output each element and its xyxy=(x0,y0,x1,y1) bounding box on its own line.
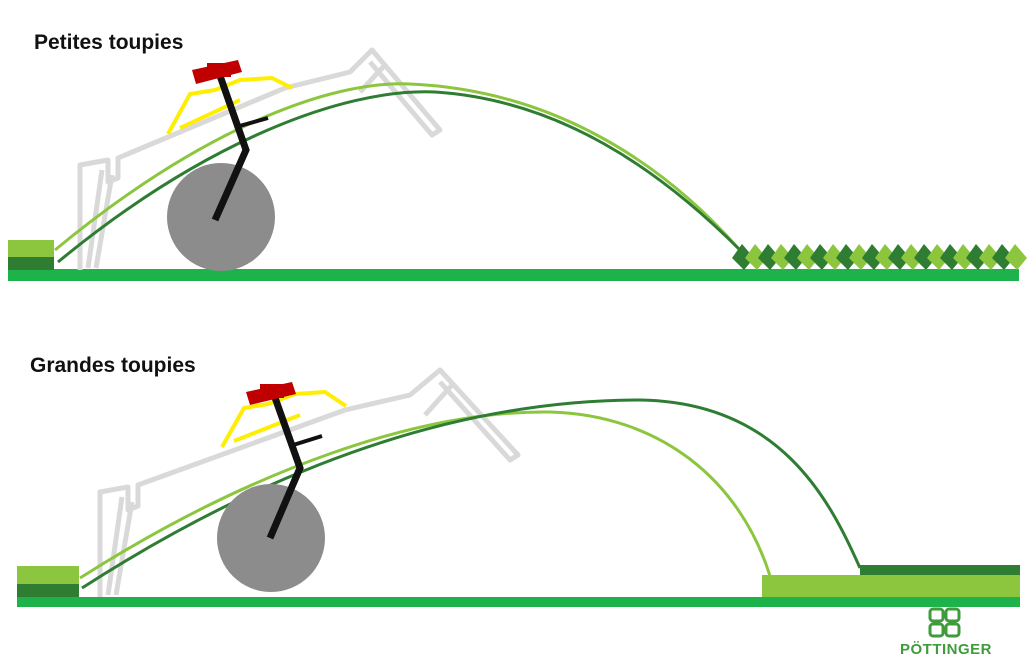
clover-icon xyxy=(928,607,961,638)
rotor-arm xyxy=(211,68,269,222)
crop-piece xyxy=(901,244,923,270)
spread-mat-dark xyxy=(860,565,1020,575)
spread-mat-light xyxy=(762,575,1020,597)
crop-piece xyxy=(966,244,988,270)
crop-piece xyxy=(862,244,884,270)
crop-piece xyxy=(849,244,871,270)
swath-dark xyxy=(8,257,54,270)
crop-piece xyxy=(732,244,754,270)
panel-small-rotors xyxy=(8,47,1027,281)
crop-piece xyxy=(836,244,858,270)
panel-title-large-rotors: Grandes toupies xyxy=(30,354,196,377)
crop-piece xyxy=(979,244,1001,270)
ground-strip xyxy=(17,597,1020,607)
crop-piece xyxy=(771,244,793,270)
rotor-hub xyxy=(192,60,242,84)
panel-title-small-rotors: Petites toupies xyxy=(34,31,184,54)
crop-piece xyxy=(992,244,1014,270)
logo-wordmark: PÖTTINGER xyxy=(899,641,992,658)
crop-piece xyxy=(797,244,819,270)
trajectory-dark xyxy=(81,398,862,590)
crop-piece xyxy=(953,244,975,270)
ground-strip xyxy=(8,269,1019,281)
crop-piece xyxy=(927,244,949,270)
crop-piece xyxy=(1005,244,1027,270)
crop-piece xyxy=(940,244,962,270)
rotor-hub xyxy=(246,382,296,405)
crop-piece xyxy=(875,244,897,270)
crop-piece xyxy=(745,244,767,270)
trajectory-dark xyxy=(57,90,742,264)
trajectory-light xyxy=(54,82,740,252)
spread-crop xyxy=(732,244,1027,270)
crop-piece xyxy=(888,244,910,270)
crop-piece xyxy=(758,244,780,270)
machine-frame xyxy=(97,367,521,597)
crop-piece xyxy=(914,244,936,270)
swath-dark xyxy=(17,584,79,597)
swath-light xyxy=(17,566,79,584)
pottinger-logo: PÖTTINGER xyxy=(888,606,1008,662)
wheel xyxy=(167,163,275,271)
crop-piece xyxy=(810,244,832,270)
crop-piece xyxy=(823,244,845,270)
rotor-arm xyxy=(266,390,323,540)
swath-light xyxy=(8,240,54,257)
crop-piece xyxy=(784,244,806,270)
trajectory-light xyxy=(79,410,772,580)
panel-large-rotors xyxy=(17,367,1020,607)
tine-guard xyxy=(220,390,348,448)
